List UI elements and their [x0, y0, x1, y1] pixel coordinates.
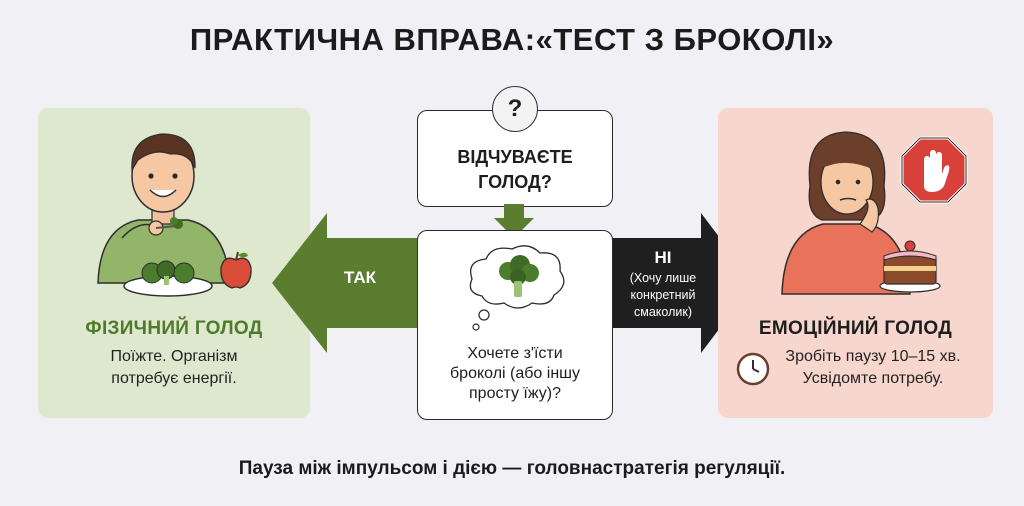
emotional-hunger-title: ЕМОЦІЙНИЙ ГОЛОД	[758, 318, 953, 339]
clock-icon	[736, 352, 770, 386]
question-line-2: ГОЛОД?	[478, 172, 552, 192]
man-eating-broccoli-illustration	[97, 133, 231, 297]
no-note-line-3: смаколик)	[634, 305, 692, 319]
physical-hunger-panel: ФІЗИЧНИЙ ГОЛОД Поїжте. Організм потребує…	[38, 108, 310, 418]
footer-summary: Пауза між імпульсом і дією — головнастра…	[238, 458, 786, 479]
no-note-line-2: конкретний	[630, 288, 696, 302]
no-note-line-1: (Хочу лише	[629, 271, 697, 285]
question-text: ВІДЧУВАЄТЕ ГОЛОД?	[418, 145, 612, 195]
emotional-hunger-panel: ЕМОЦІЙНИЙ ГОЛОД Зробіть паузу 10–15 хв. …	[718, 108, 993, 418]
yes-arrow	[272, 213, 420, 353]
no-arrow	[606, 213, 754, 353]
emotional-hunger-advice: Зробіть паузу 10–15 хв. Усвідомте потреб…	[768, 346, 978, 390]
page-title: ПРАКТИЧНА ВПРАВА:«ТЕСТ З БРОКОЛІ»	[189, 22, 835, 57]
woman-thinking-illustration	[781, 131, 911, 295]
broccoli-thought-bubble-icon	[469, 245, 565, 331]
broccoli-question-line-2: броколі (або іншу	[450, 365, 580, 382]
broccoli-question: Хочете з'їсти броколі (або іншу просту ї…	[426, 344, 604, 404]
question-line-1: ВІДЧУВАЄТЕ	[457, 147, 573, 167]
yes-arrow-label: ТАК	[344, 268, 376, 287]
physical-advice-line-2: потребує енергії.	[111, 370, 237, 387]
broccoli-test-box: Хочете з'їсти броколі (або іншу просту ї…	[417, 230, 613, 420]
question-badge-icon: ?	[492, 86, 538, 132]
apple-icon	[220, 251, 252, 289]
physical-advice-line-1: Поїжте. Організм	[110, 348, 238, 365]
emotional-advice-line-2: Усвідомте потребу.	[802, 370, 944, 387]
physical-hunger-advice: Поїжте. Організм потребує енергії.	[58, 346, 290, 390]
down-arrow-icon	[494, 204, 534, 238]
broccoli-question-line-1: Хочете з'їсти	[467, 345, 563, 362]
cake-icon	[879, 240, 941, 293]
stop-hand-icon	[900, 136, 968, 204]
emotional-advice-line-1: Зробіть паузу 10–15 хв.	[785, 348, 961, 365]
broccoli-question-line-3: просту їжу)?	[469, 385, 561, 402]
no-arrow-note: (Хочу лише конкретний смаколик)	[613, 270, 713, 321]
no-arrow-label: НІ	[654, 248, 672, 267]
physical-hunger-title: ФІЗИЧНИЙ ГОЛОД	[85, 318, 263, 339]
